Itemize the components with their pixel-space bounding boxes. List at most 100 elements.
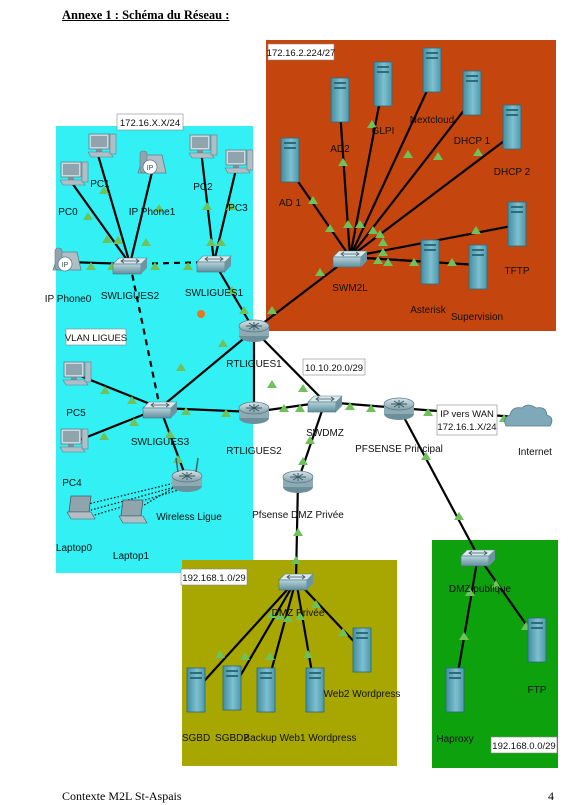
pc1-icon[interactable]	[87, 133, 117, 158]
swligues1-label: SWLIGUES1	[185, 288, 244, 299]
sgbd2-server-icon[interactable]	[222, 665, 242, 711]
pc4-icon[interactable]	[59, 428, 89, 453]
pc5-icon[interactable]	[62, 361, 92, 386]
link-rt1-swm2l	[253, 256, 351, 331]
wireless-label: Wireless Ligue	[156, 512, 222, 523]
transit-subnet-label: 10.10.20.0/29	[305, 363, 363, 374]
rtligues1-icon[interactable]	[238, 319, 270, 343]
dmz-private-subnet-label: 192.168.1.0/29	[182, 573, 245, 584]
ad1-server-icon[interactable]	[280, 137, 300, 183]
pc4-label: PC4	[62, 478, 82, 489]
nextcloud-label: Nextcloud	[410, 115, 454, 126]
internet-cloud-icon	[504, 404, 553, 427]
link-ad1-swm2l	[289, 169, 351, 258]
dhcp2-label: DHCP 2	[494, 167, 531, 178]
pc5-label: PC5	[66, 408, 86, 419]
link-pc0-sw2	[71, 182, 131, 265]
pc2-label: PC2	[193, 182, 213, 193]
web1-server-icon[interactable]	[305, 667, 325, 713]
sgbd-server-icon[interactable]	[186, 667, 206, 713]
supervision-server-icon[interactable]	[468, 244, 488, 290]
sgbd-label: SGBD	[182, 733, 210, 744]
vlan-ligues-label: VLAN LIGUES	[65, 333, 127, 344]
tftp-server-icon[interactable]	[507, 201, 527, 247]
pfsense-dmz-icon[interactable]	[282, 470, 314, 494]
link-sw3-rt1	[159, 329, 255, 409]
dmz-privee-switch-icon[interactable]	[278, 573, 314, 591]
link-sw3-wireless	[158, 407, 189, 481]
sgbd2-label: SGBD2	[215, 733, 249, 744]
link-sgbd-dmzpriv	[195, 579, 297, 691]
link-glpi-swm2l	[348, 84, 385, 258]
nextcloud-server-icon[interactable]	[422, 47, 442, 93]
haproxy-label: Haproxy	[436, 734, 473, 745]
wan-subnet-label: 172.16.1.X/24	[437, 422, 496, 433]
swligues1-icon[interactable]	[196, 255, 232, 273]
haproxy-server-icon[interactable]	[445, 667, 465, 713]
glpi-label: GLPI	[372, 126, 395, 137]
footer-context: Contexte M2L St-Aspais	[62, 789, 182, 803]
swligues2-icon[interactable]	[112, 257, 148, 275]
tftp-label: TFTP	[505, 266, 530, 277]
ad1-label: AD 1	[279, 198, 302, 209]
laptop1-label: Laptop1	[113, 551, 150, 562]
internet-label: Internet	[518, 447, 552, 458]
backup-web1-server-icon[interactable]	[256, 667, 276, 713]
wifi-laptop0	[79, 479, 188, 507]
pc3-label: PC3	[228, 203, 248, 214]
dhcp2-server-icon[interactable]	[502, 104, 522, 150]
pfsense-dmz-label: Pfsense DMZ Privée	[252, 510, 344, 521]
link-sgbd2-dmzpriv	[231, 579, 297, 691]
ftp-label: FTP	[528, 685, 547, 696]
pc2-icon[interactable]	[188, 134, 218, 159]
link-rt1-swdmz	[253, 329, 326, 403]
swm2l-icon[interactable]	[332, 250, 368, 268]
ad2-server-icon[interactable]	[330, 77, 350, 123]
dhcp1-server-icon[interactable]	[462, 70, 482, 116]
web2-server-icon[interactable]	[352, 627, 372, 673]
ligues-subnet-label: 172.16.X.X/24	[120, 118, 180, 129]
pc3-icon[interactable]	[224, 149, 254, 174]
dmz-publique-switch-icon[interactable]	[460, 549, 496, 567]
link-down-marker	[197, 310, 205, 318]
servers-subnet-label: 172.16.2.224/27	[267, 48, 336, 59]
asterisk-server-icon[interactable]	[420, 239, 440, 285]
link-ipphone1-sw2	[128, 171, 154, 265]
glpi-server-icon[interactable]	[373, 61, 393, 107]
link-ad2-swm2l	[338, 109, 352, 258]
swdmz-label: SWDMZ	[306, 428, 344, 439]
dmz-privee-label: DMZ Privée	[272, 608, 325, 619]
link-pc5-sw3	[77, 373, 161, 410]
footer-page-number: 4	[548, 789, 554, 803]
pc1-label: PC1	[90, 179, 110, 190]
link-pfsense-dmzpub	[398, 407, 479, 557]
asterisk-label: Asterisk	[410, 305, 447, 316]
swm2l-label: SWM2L	[332, 283, 368, 294]
link-web2-dmzpriv	[295, 579, 363, 651]
swligues3-label: SWLIGUES3	[131, 437, 190, 448]
rtligues2-icon[interactable]	[238, 401, 270, 425]
pc0-icon[interactable]	[59, 161, 89, 186]
ipphone0-label: IP Phone0	[45, 294, 92, 305]
ipphone1-label: IP Phone1	[129, 207, 176, 218]
pc0-label: PC0	[58, 207, 78, 218]
dmz-public-subnet-label: 192.168.0.0/29	[492, 741, 555, 752]
supervision-label: Supervision	[451, 312, 503, 323]
zone-servers	[266, 40, 556, 331]
ad2-label: AD2	[330, 144, 350, 155]
link-sw1-rt1	[213, 261, 255, 331]
rtligues2-label: RTLIGUES2	[226, 446, 282, 457]
pfsense-principal-icon[interactable]	[383, 397, 415, 421]
backup-web1-label: Backup Web1 Wordpress	[243, 733, 356, 744]
laptop0-label: Laptop0	[56, 543, 93, 554]
rtligues1-label: RTLIGUES1	[226, 359, 282, 370]
pfsense-principal-label: PFSENSE Principal	[355, 444, 443, 455]
link-pc1-sw2	[96, 154, 132, 265]
ftp-server-icon[interactable]	[527, 617, 547, 663]
link-status-markers	[83, 120, 531, 660]
swdmz-icon[interactable]	[307, 395, 343, 413]
dhcp1-label: DHCP 1	[454, 136, 491, 147]
swligues3-icon[interactable]	[142, 401, 178, 419]
wireless-router-icon[interactable]	[171, 469, 203, 493]
